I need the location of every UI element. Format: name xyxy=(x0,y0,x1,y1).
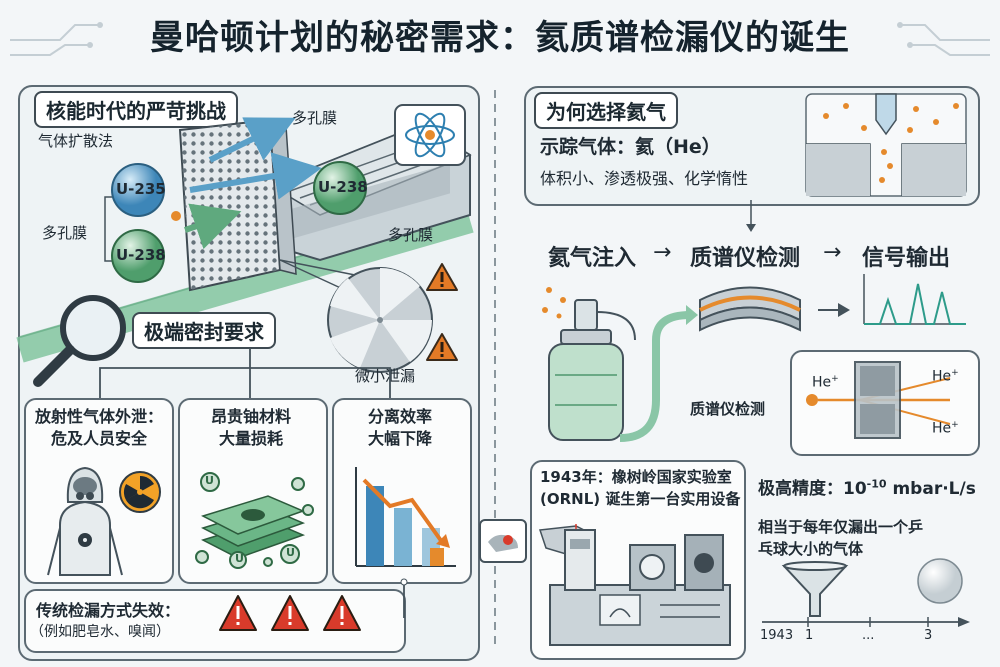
leak-nozzle-illustration xyxy=(805,93,967,197)
why-helium-title: 为何选择氦气 xyxy=(534,92,678,129)
mass-spec-label: 质谱仪检测 xyxy=(690,400,766,418)
precision-value: 极高精度：10-10 mbar·L/s xyxy=(758,477,976,499)
porous-membrane-label-right: 多孔膜 xyxy=(388,226,434,244)
flow-arrow-2: → xyxy=(823,240,842,265)
diffusion-label: 气体扩散法 xyxy=(38,132,114,150)
flow-step-injection: 氦气注入 xyxy=(548,246,637,271)
traditional-fail-note: （例如肥皂水、嗅闻） xyxy=(30,624,170,640)
analogy-text: 相当于每年仅漏出一个乒 乓球大小的气体 xyxy=(758,518,924,558)
risk-radiation-text: 放射性气体外泄： 危及人员安全 xyxy=(34,407,163,448)
risk-uranium-text: 昂贵铀材料 大量损耗 xyxy=(210,407,291,448)
mass-spectrometer-magnet xyxy=(699,286,801,332)
uranium-coin-symbol-1: U xyxy=(205,474,214,487)
challenge-section-title: 核能时代的严苛挑战 xyxy=(34,91,238,128)
atom-icon xyxy=(394,104,466,166)
money-stack-icon xyxy=(201,495,306,559)
ion-label-bottom: He+ xyxy=(932,420,959,437)
down-arrow xyxy=(746,200,756,232)
circuit-decoration xyxy=(10,22,990,56)
declining-efficiency-chart xyxy=(355,467,456,567)
funnel-icon xyxy=(781,561,849,617)
timeline-label-dots: ... xyxy=(862,628,875,643)
map-pin-icon xyxy=(479,519,527,563)
timeline-axis xyxy=(762,617,970,627)
panel-divider xyxy=(494,90,496,650)
risk-efficiency-text: 分离效率 大幅下降 xyxy=(367,407,432,448)
diffusion-arrows xyxy=(184,117,322,250)
risk-connectors xyxy=(99,348,391,398)
traditional-fail-title: 传统检漏方式失效： xyxy=(36,601,181,620)
signal-arrow xyxy=(818,303,850,317)
ion-deflection-illustration xyxy=(806,361,951,439)
timeline-label-1: 1 xyxy=(805,628,814,643)
first-detector-machine xyxy=(549,529,731,646)
flow-step-detection: 质谱仪检测 xyxy=(690,246,801,271)
timeline-label-3: 3 xyxy=(924,628,933,643)
ping-pong-ball-icon xyxy=(917,558,963,604)
ion-label-top: He+ xyxy=(932,368,959,385)
flow-arrow-1: → xyxy=(653,240,672,265)
history-text: 1943年：橡树岭国家实验室 (ORNL) 诞生第一台实用设备 xyxy=(540,468,741,508)
tracer-gas-desc: 体积小、渗透极强、化学惰性 xyxy=(540,169,749,188)
page-title: 曼哈顿计划的秘密需求：氦质谱检漏仪的诞生 xyxy=(150,18,850,58)
uranium-coin-symbol-2: U xyxy=(235,552,244,565)
u238-label-left: U-238 xyxy=(116,246,166,264)
ion-label-left: He+ xyxy=(812,374,839,391)
uranium-coin-symbol-3: U xyxy=(286,546,295,559)
flow-step-output: 信号输出 xyxy=(862,246,951,271)
porous-membrane-label-top: 多孔膜 xyxy=(292,109,338,127)
u238-sphere-right xyxy=(313,161,367,215)
u238-sphere-left xyxy=(111,229,165,283)
seal-requirement-title: 极端密封要求 xyxy=(132,312,276,349)
helium-bottle xyxy=(542,287,636,441)
uranium-coins xyxy=(195,472,314,569)
radiation-icon xyxy=(119,471,161,513)
fail-warning-icons xyxy=(219,595,361,631)
warning-icon-2 xyxy=(426,333,458,361)
micro-leak-disc xyxy=(279,259,433,373)
tracer-gas-label: 示踪气体：氦（He） xyxy=(540,136,721,158)
warning-icon-1 xyxy=(426,263,458,291)
signal-peaks-chart xyxy=(863,274,966,325)
micro-leak-label: 微小泄漏 xyxy=(355,367,416,385)
timeline-start-label: 1943 xyxy=(760,628,794,643)
helium-tube xyxy=(619,305,698,442)
orange-particle xyxy=(171,211,181,221)
u235-label: U-235 xyxy=(116,180,166,198)
u238-label-right: U-238 xyxy=(318,178,368,196)
hazmat-suit-icon xyxy=(47,466,123,576)
magnifier-icon xyxy=(33,295,126,387)
u235-sphere xyxy=(111,163,165,217)
fail-connector xyxy=(400,578,408,618)
porous-membrane-label-left: 多孔膜 xyxy=(42,224,88,242)
